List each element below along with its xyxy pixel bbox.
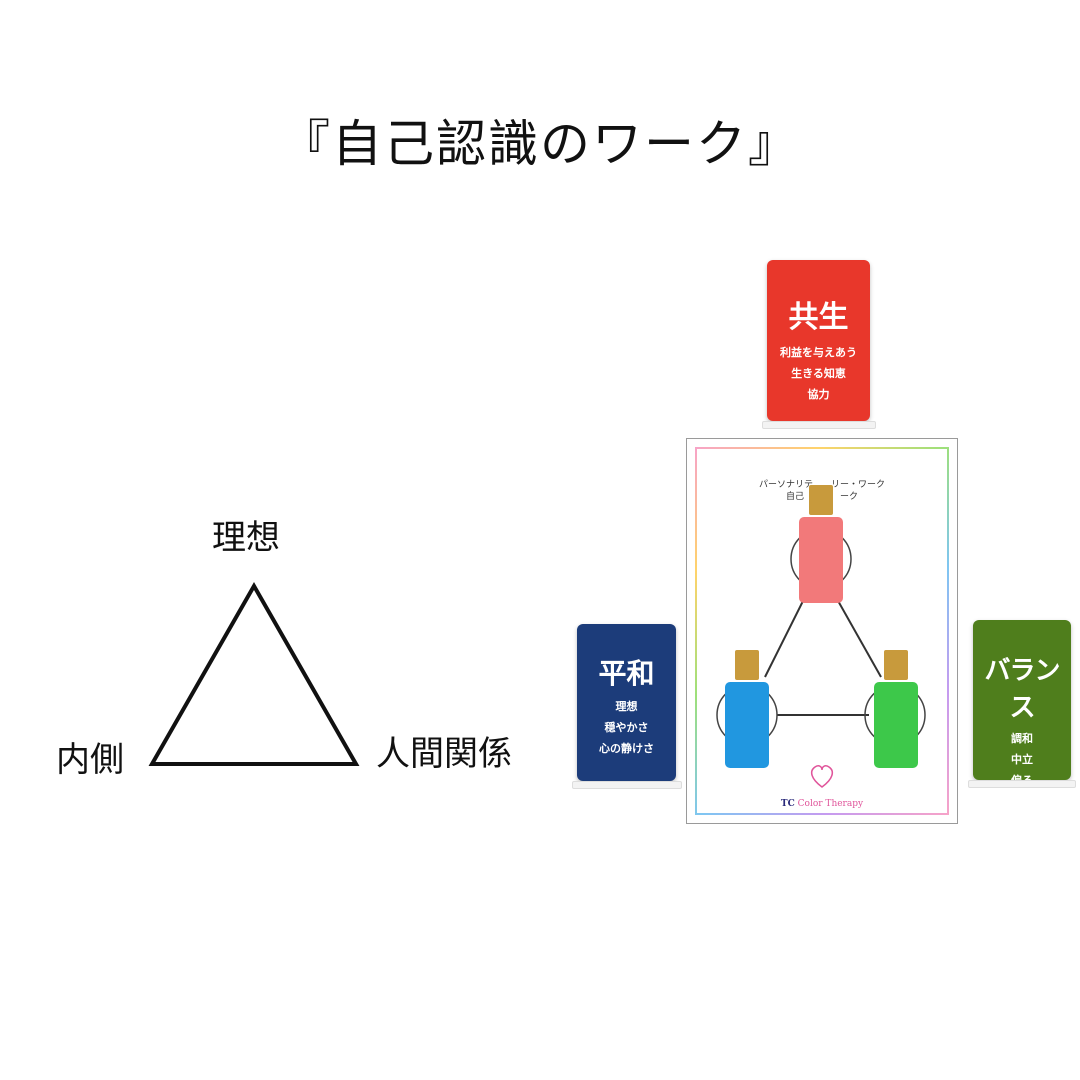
brand-tc: TC (781, 799, 795, 809)
card-line: 理想 (577, 696, 676, 717)
card-line: 生きる知恵 (767, 363, 870, 384)
triangle-label-top: 理想 (212, 510, 280, 559)
card-title: 平和 (577, 652, 676, 692)
card-line: 協力 (767, 384, 870, 405)
card-line: 調和 (973, 728, 1071, 749)
page-title: 『自己認識のワーク』 (0, 104, 1080, 176)
triangle-label-left: 内側 (56, 732, 124, 781)
work-sheet: パーソナリテ リー・ワーク 自己 ーク TC Color Therapy (686, 438, 958, 824)
brand-logo: TC Color Therapy (687, 799, 957, 809)
triangle-label-right: 人間関係 (376, 726, 512, 775)
card-heiwa: 平和 理想 穏やかさ 心の静けさ (577, 624, 676, 781)
brand-name: Color Therapy (798, 799, 863, 809)
triangle-diagram (140, 572, 370, 772)
card-balance: バランス 調和 中立 偏る (973, 620, 1071, 780)
card-line: 穏やかさ (577, 717, 676, 738)
bottle-icon (725, 650, 769, 768)
card-line: 中立 (973, 749, 1071, 770)
card-title: バランス (973, 650, 1071, 724)
bottle-diagram (687, 439, 957, 823)
card-kyosei: 共生 利益を与えあう 生きる知恵 協力 (767, 260, 870, 421)
bottle-icon (799, 485, 843, 603)
card-stand (572, 781, 682, 789)
card-title: 共生 (767, 292, 870, 336)
card-line: 利益を与えあう (767, 342, 870, 363)
triangle-shape (152, 586, 356, 764)
card-stand (968, 780, 1076, 788)
card-stand (762, 421, 876, 429)
card-line: 心の静けさ (577, 738, 676, 759)
heart-logo-icon (812, 766, 833, 787)
bottle-icon (874, 650, 918, 768)
